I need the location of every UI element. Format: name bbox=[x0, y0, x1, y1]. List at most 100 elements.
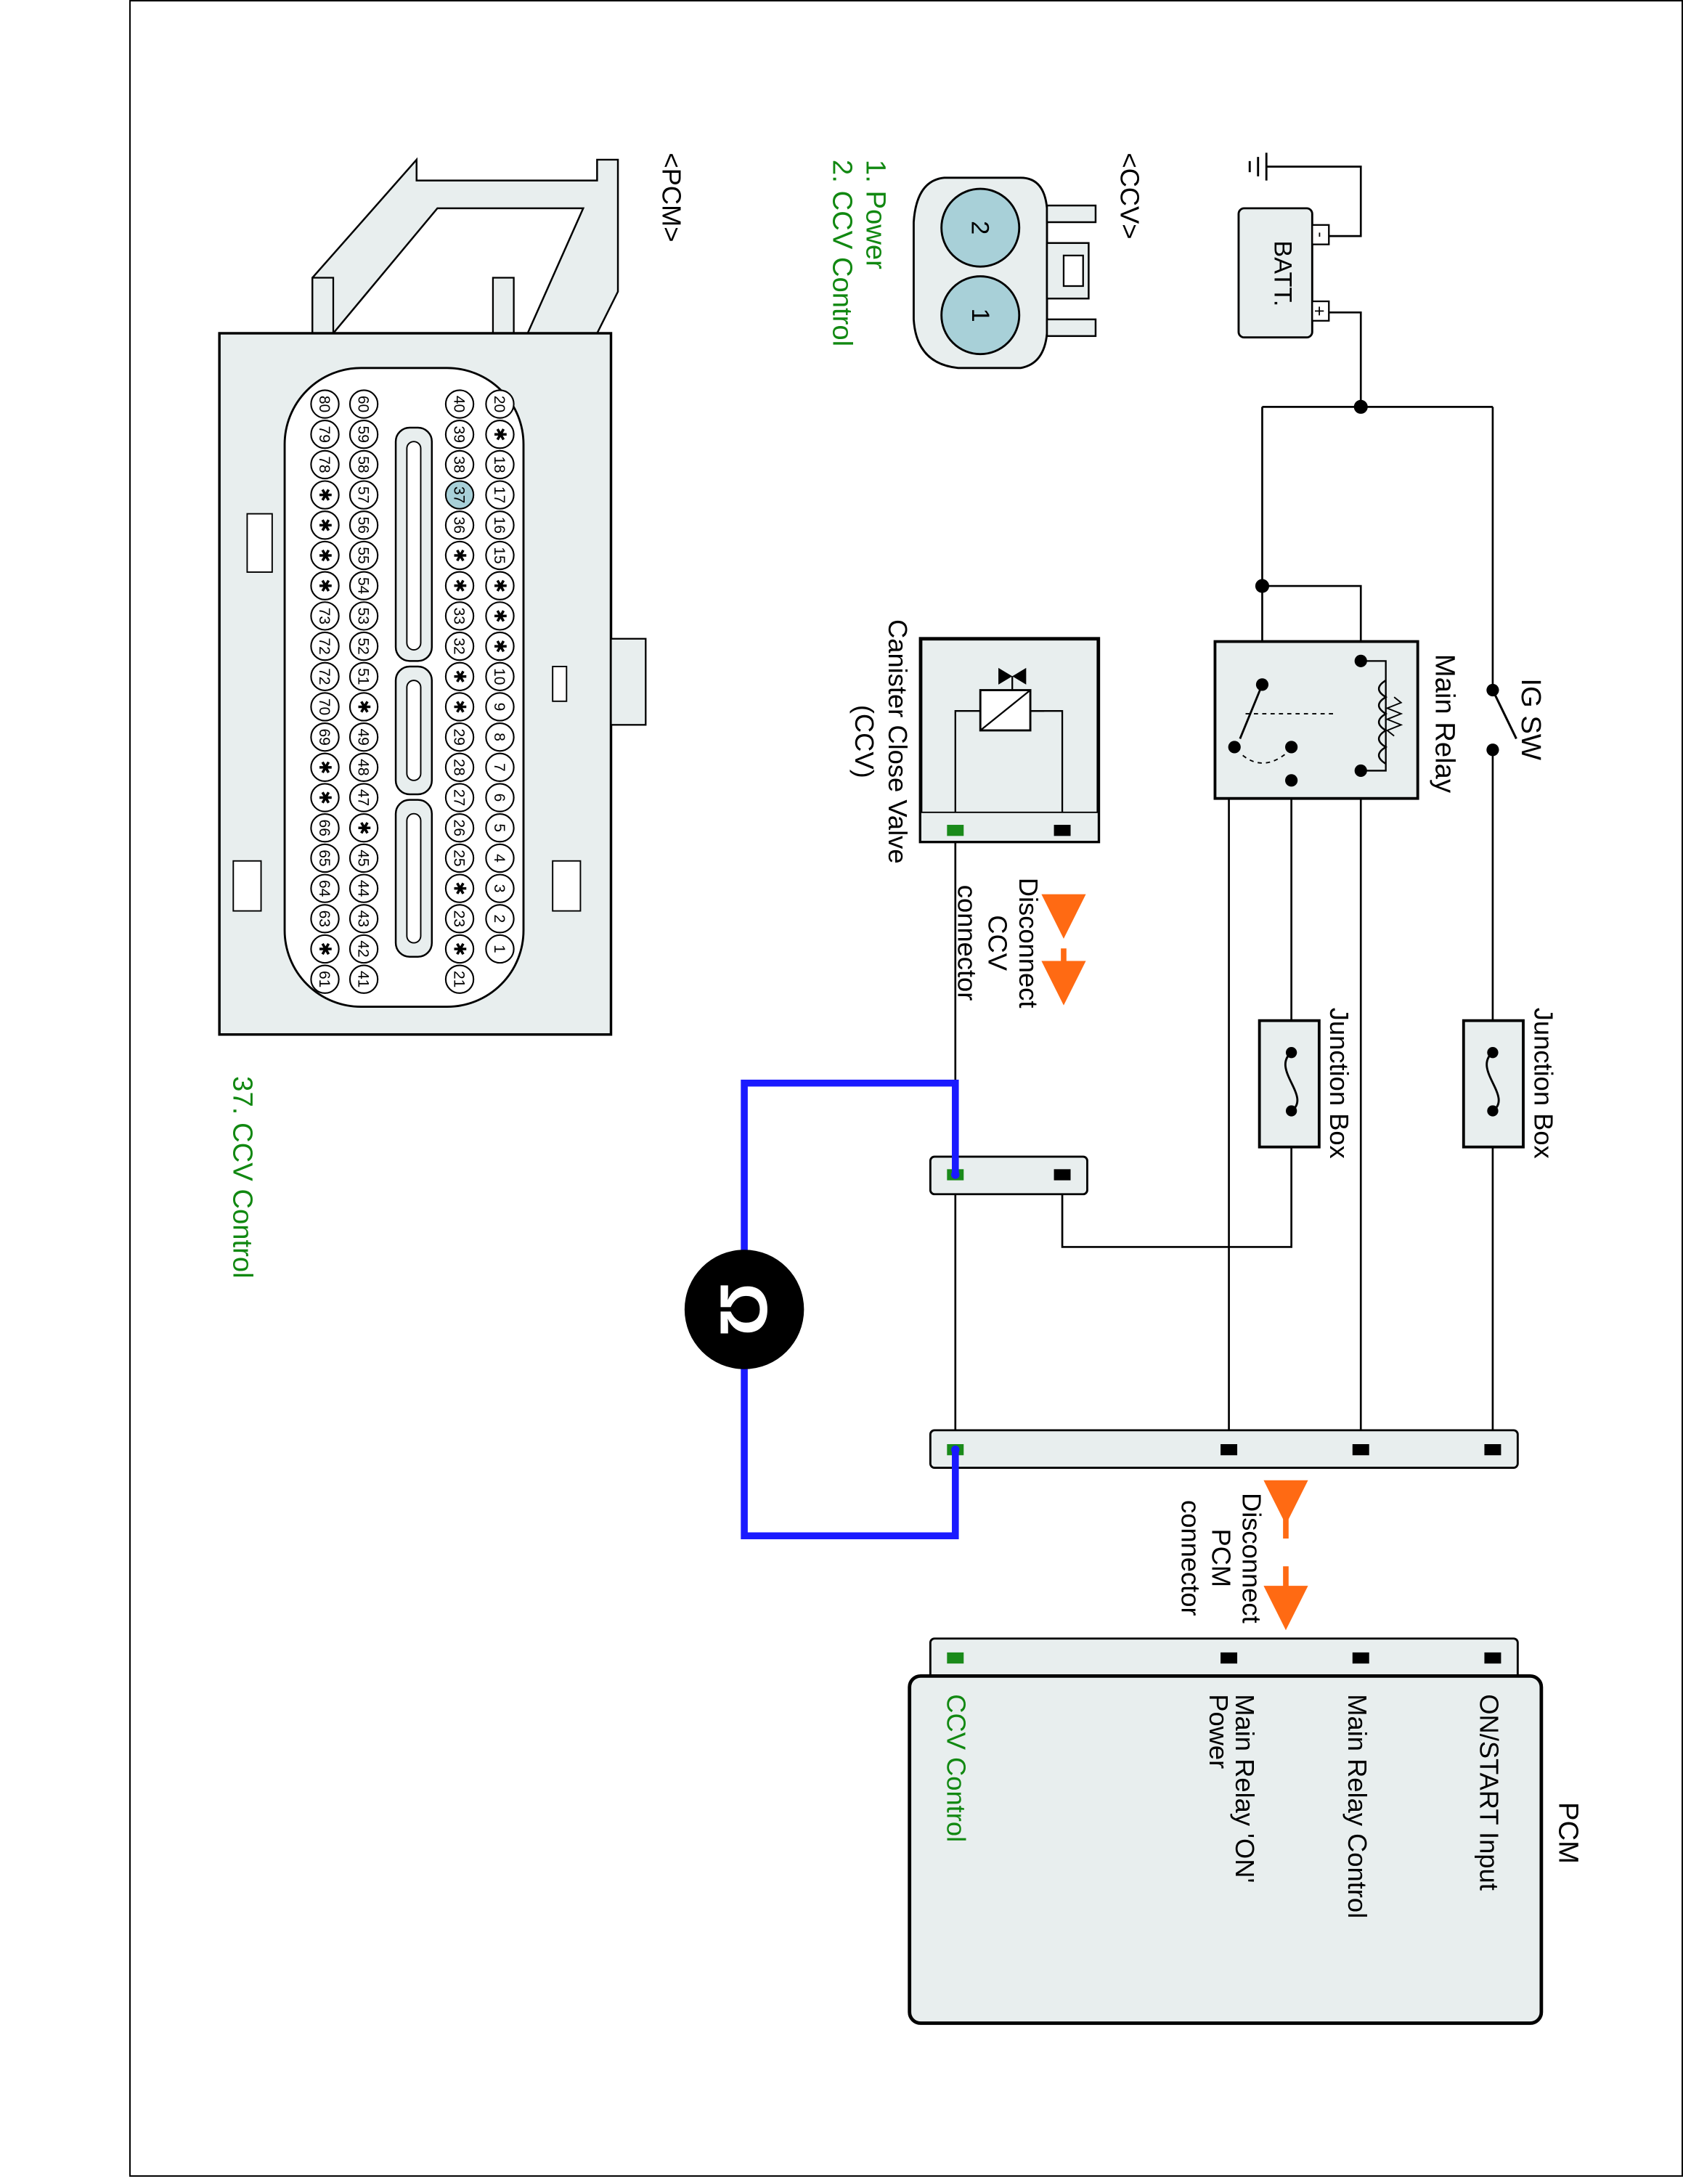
pcm-pin-label: 17 bbox=[491, 486, 508, 503]
pcm-pin-circle bbox=[444, 904, 475, 934]
pcm-pin-label: 7 bbox=[491, 763, 508, 772]
pcm-pin-circle bbox=[444, 813, 475, 843]
pcm-pin-circle bbox=[444, 601, 475, 631]
pcm-pin-label: 39 bbox=[450, 426, 467, 443]
pcm-pin-label: 40 bbox=[450, 396, 467, 412]
pcm-pin-label: 65 bbox=[316, 849, 333, 866]
pcm-pin-circle bbox=[444, 571, 475, 600]
pcm-pin-label: 56 bbox=[354, 517, 371, 534]
pcm-pin-label: ✱ bbox=[491, 639, 510, 653]
ccv-connector-face: 2 1 <CCV> 1. Power 2. CCV Control bbox=[827, 152, 1144, 370]
pcm-pin-circle bbox=[485, 843, 515, 873]
pcm-pin-label: 26 bbox=[450, 820, 467, 836]
pcm-pin-circle bbox=[310, 752, 340, 783]
pcm-pin-label: ✱ bbox=[450, 669, 469, 683]
pcm-pin-label: 69 bbox=[316, 728, 333, 745]
pcm-pin-circle bbox=[310, 389, 340, 419]
ccv-pin-2: 2 bbox=[966, 221, 994, 235]
pcm-pin-ccv-control: CCV Control bbox=[941, 1694, 971, 1842]
pcm-pin-circle bbox=[444, 510, 475, 540]
pcm-pin-main-relay-on: Main Relay 'ON' bbox=[1230, 1694, 1260, 1883]
pcm-pin-note: 37. CCV Control bbox=[227, 1076, 258, 1279]
pcm-pin-circle bbox=[310, 843, 340, 873]
pcm-pin-circle bbox=[349, 510, 379, 540]
pcm-pin-label: 47 bbox=[354, 789, 371, 806]
pcm-pin-label: 32 bbox=[450, 637, 467, 654]
pcm-pin-circle bbox=[310, 783, 340, 812]
pcm-pin-label: ✱ bbox=[450, 700, 469, 714]
pcm-pin-label: ✱ bbox=[316, 942, 335, 956]
pcm-pin-circle bbox=[349, 692, 379, 722]
pcm-pin-circle bbox=[485, 873, 515, 903]
ig-sw-label: IG SW bbox=[1515, 678, 1547, 760]
pcm-pin-circle bbox=[485, 934, 515, 964]
pcm-pin-circle bbox=[310, 480, 340, 510]
disconnect-ccv-line3: connector bbox=[953, 885, 982, 1001]
pcm-pin-circle bbox=[349, 601, 379, 631]
pcm-pin-circle bbox=[485, 540, 515, 571]
ccv-terminal-power bbox=[1054, 825, 1071, 836]
pcm-title: PCM bbox=[1553, 1802, 1584, 1864]
pcm-pin-label: 53 bbox=[354, 608, 371, 624]
pcm-pin-circle bbox=[485, 420, 515, 449]
pcm-pin-label: 36 bbox=[450, 517, 467, 534]
pcm-pin-circle bbox=[444, 843, 475, 873]
battery-minus-label: - bbox=[1311, 232, 1330, 237]
pcm-module: PCM ON/START Input Main Relay Control Ma… bbox=[908, 1637, 1584, 2025]
pcm-pin-label: ✱ bbox=[316, 518, 335, 532]
pcm-connector-title: <PCM> bbox=[656, 152, 686, 242]
ccv-pin-list-2: 2. CCV Control bbox=[827, 160, 858, 346]
pcm-pin-label: ✱ bbox=[316, 791, 335, 804]
ccv-pin-1: 1 bbox=[966, 309, 994, 322]
pcm-pin-label: 43 bbox=[354, 910, 371, 927]
main-relay: Main Relay bbox=[1213, 640, 1461, 800]
junction-box-relay: Junction Box bbox=[1258, 1008, 1354, 1159]
pcm-pin-circle bbox=[485, 631, 515, 661]
pcm-pin-circle bbox=[485, 510, 515, 540]
pcm-pin-label: 45 bbox=[354, 849, 371, 866]
pcm-pin-circle bbox=[485, 601, 515, 631]
pcm-pin-label: ✱ bbox=[450, 881, 469, 895]
pcm-pin-circle bbox=[349, 843, 379, 873]
pcm-pin-circle bbox=[444, 540, 475, 571]
battery-plus-label: + bbox=[1309, 306, 1329, 317]
pcm-pin-label: ✱ bbox=[450, 548, 469, 562]
pcm-pin-label: 29 bbox=[450, 728, 467, 745]
pcm-pin-label: 23 bbox=[450, 910, 467, 927]
pcm-pin-label: 54 bbox=[354, 577, 371, 595]
pcm-pin-label: ✱ bbox=[316, 548, 335, 562]
disconnect-ccv-line2: CCV bbox=[983, 915, 1013, 971]
pcm-pin-circle bbox=[349, 904, 379, 934]
pcm-pin-label: ✱ bbox=[491, 609, 510, 623]
pcm-pin-label: 58 bbox=[354, 456, 371, 473]
pcm-pin-circle bbox=[485, 813, 515, 843]
pcm-pin-label: 80 bbox=[316, 396, 333, 412]
pcm-pin-label: 8 bbox=[491, 733, 508, 741]
pcm-pin-label: 5 bbox=[491, 823, 508, 832]
pcm-pin-circle bbox=[444, 480, 475, 510]
disconnect-ccv-indicator: Disconnect CCV connector bbox=[953, 878, 1086, 1008]
pcm-pin-circle bbox=[310, 449, 340, 480]
ccv-name-line2: (CCV) bbox=[849, 705, 879, 778]
pcm-pin-circle bbox=[349, 934, 379, 964]
battery: - + BATT. bbox=[1237, 207, 1330, 339]
pcm-pin-label: 79 bbox=[316, 426, 333, 443]
pcm-pin-label: ✱ bbox=[491, 428, 510, 441]
pcm-pin-circle bbox=[349, 449, 379, 480]
pcm-pin-label: 44 bbox=[354, 880, 371, 897]
pcm-pin-circle bbox=[310, 601, 340, 631]
pcm-pin-circle bbox=[310, 813, 340, 843]
pcm-pin-circle bbox=[349, 813, 379, 843]
ccv-name-line1: Canister Close Valve bbox=[883, 619, 913, 864]
ohm-symbol: Ω bbox=[706, 1283, 781, 1337]
pcm-pin-label: 78 bbox=[316, 456, 333, 473]
pcm-pin-circle bbox=[349, 480, 379, 510]
pcm-pin-circle bbox=[310, 661, 340, 691]
pcm-pin-circle bbox=[310, 510, 340, 540]
pcm-pin-label: 16 bbox=[491, 517, 508, 534]
pcm-pin-circle bbox=[444, 631, 475, 661]
pcm-pin-label: 51 bbox=[354, 668, 371, 685]
pcm-pin-circle bbox=[444, 692, 475, 722]
pcm-pin-circle bbox=[349, 964, 379, 994]
pcm-pin-label: 73 bbox=[316, 608, 333, 624]
